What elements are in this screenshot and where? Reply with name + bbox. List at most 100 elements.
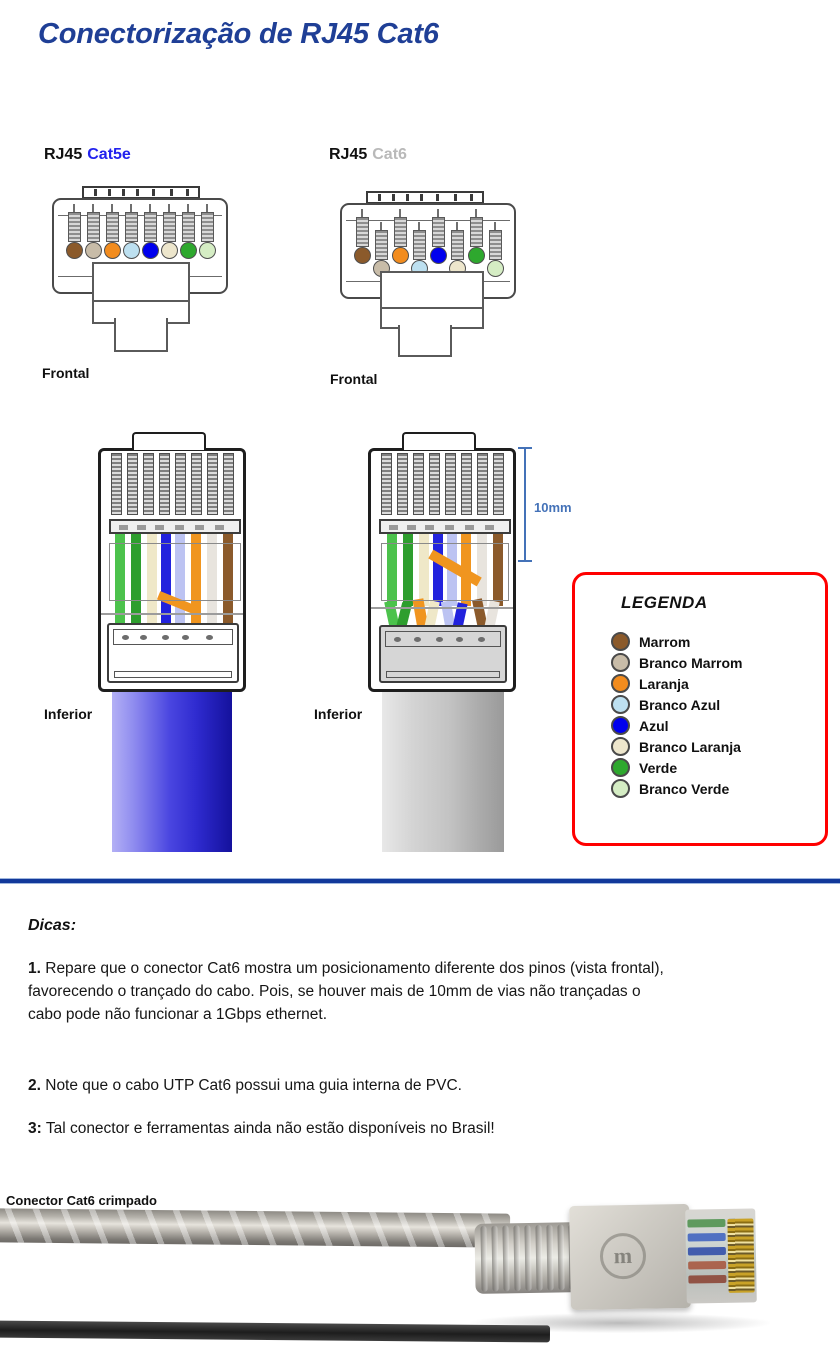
tip-marker: 3: <box>28 1120 42 1137</box>
front-wire-color-dot-icon <box>85 242 102 259</box>
front-pin-stem <box>111 204 113 214</box>
legend-color-dot-icon <box>611 779 630 798</box>
legend-color-dot-icon <box>611 716 630 735</box>
front-pin-stem <box>149 204 151 214</box>
legend-item: Branco Verde <box>611 778 742 799</box>
wire-guide-box <box>381 543 509 601</box>
connector-tab <box>114 318 168 352</box>
bottom-contact <box>159 453 170 515</box>
dimension-label: 10mm <box>534 500 572 515</box>
section-divider <box>0 878 840 884</box>
photo-boot-rib <box>535 1224 543 1291</box>
front-pin-stem <box>73 204 75 214</box>
jacket-edge-line <box>371 607 513 609</box>
bottom-contact <box>397 453 408 515</box>
legend-item-label: Branco Laranja <box>639 738 741 755</box>
tip-marker: 1. <box>28 960 41 977</box>
front-wire-color-dot-icon <box>66 242 83 259</box>
front-view-cat5e <box>40 178 250 378</box>
bottom-contact <box>493 453 504 515</box>
legend-color-dot-icon <box>611 632 630 651</box>
bottom-wire <box>191 534 201 624</box>
front-pin <box>470 217 483 247</box>
connector-clip <box>132 432 206 450</box>
bottom-wire <box>433 534 443 606</box>
front-pin <box>432 217 445 247</box>
front-wire-color-dot-icon <box>487 260 504 277</box>
legend-color-dot-icon <box>611 695 630 714</box>
front-pin-stem <box>380 222 382 232</box>
bottom-wire <box>403 534 413 606</box>
connector-clip <box>402 432 476 450</box>
photo-caption: Conector Cat6 crimpado <box>6 1193 157 1208</box>
front-pin <box>489 230 502 260</box>
bottom-wire <box>387 534 397 606</box>
front-view-cat6 <box>328 183 538 383</box>
connector-latch <box>380 271 484 309</box>
front-pin <box>375 230 388 260</box>
bottom-view-label-cat6: Inferior <box>314 706 363 722</box>
legend-item-label: Branco Azul <box>639 696 721 713</box>
connector-brand-label: RJ45 <box>44 146 83 163</box>
front-pin <box>87 212 100 242</box>
front-pin-stem <box>187 204 189 214</box>
connector-brand-label: RJ45 <box>329 146 368 163</box>
strain-relief-base <box>114 671 232 678</box>
front-pin <box>106 212 119 242</box>
front-pin-stem <box>475 209 477 219</box>
connector-shell <box>368 448 516 692</box>
photo-cable <box>0 1208 511 1248</box>
bottom-contact <box>429 453 440 515</box>
front-wire-color-dot-icon <box>161 242 178 259</box>
photo-gold-pins <box>727 1218 755 1293</box>
connector-category-label: Cat5e <box>87 146 131 163</box>
front-wire-color-dot-icon <box>392 247 409 264</box>
front-pin <box>413 230 426 260</box>
bottom-wire <box>131 534 141 624</box>
tip-item-3: 3: Tal conector e ferramentas ainda não … <box>28 1118 678 1141</box>
legend-item: Verde <box>611 757 742 778</box>
bottom-wire <box>115 534 125 624</box>
front-pin-stem <box>92 204 94 214</box>
photo-connector-head <box>685 1208 757 1304</box>
legend-item-label: Branco Verde <box>639 780 730 797</box>
bottom-wire <box>223 534 233 624</box>
legend-item: Branco Azul <box>611 694 742 715</box>
front-pin-stem <box>437 209 439 219</box>
page-title: Conectorização de RJ45 Cat6 <box>38 18 439 50</box>
front-pin <box>125 212 138 242</box>
strain-relief-base <box>386 671 500 678</box>
contact-bar <box>379 519 511 534</box>
tip-item-2: 2. Note que o cabo UTP Cat6 possui uma g… <box>28 1075 678 1098</box>
connector-category-label: Cat6 <box>372 146 407 163</box>
bottom-contact <box>191 453 202 515</box>
photo-boot-rib <box>557 1224 565 1291</box>
photo-boot-rib <box>546 1224 554 1291</box>
bottom-wire <box>477 534 487 606</box>
crimped-connector-photo: Conector Cat6 crimpado m <box>0 1175 840 1371</box>
legend-item-label: Laranja <box>639 675 689 692</box>
tip-text: Repare que o conector Cat6 mostra um pos… <box>28 960 664 1023</box>
front-wire-color-dot-icon <box>142 242 159 259</box>
strain-relief <box>379 625 507 683</box>
tip-item-1: 1. Repare que o conector Cat6 mostra um … <box>28 958 678 1026</box>
contact-group <box>111 453 239 515</box>
front-pin-stem <box>399 209 401 219</box>
bottom-wire <box>493 534 503 606</box>
bottom-wire <box>207 534 217 624</box>
legend-item: Branco Laranja <box>611 736 742 757</box>
connector-latch <box>92 262 190 302</box>
bottom-wire <box>419 534 429 606</box>
front-wire-color-dot-icon <box>123 242 140 259</box>
photo-cable-twist <box>0 1208 511 1248</box>
front-pin <box>394 217 407 247</box>
strain-relief <box>107 623 239 683</box>
front-wire-color-dot-icon <box>354 247 371 264</box>
photo-boot-rib <box>480 1225 488 1292</box>
bottom-wire <box>175 534 185 624</box>
dimension-cap-bottom <box>518 560 532 562</box>
bottom-contact <box>127 453 138 515</box>
